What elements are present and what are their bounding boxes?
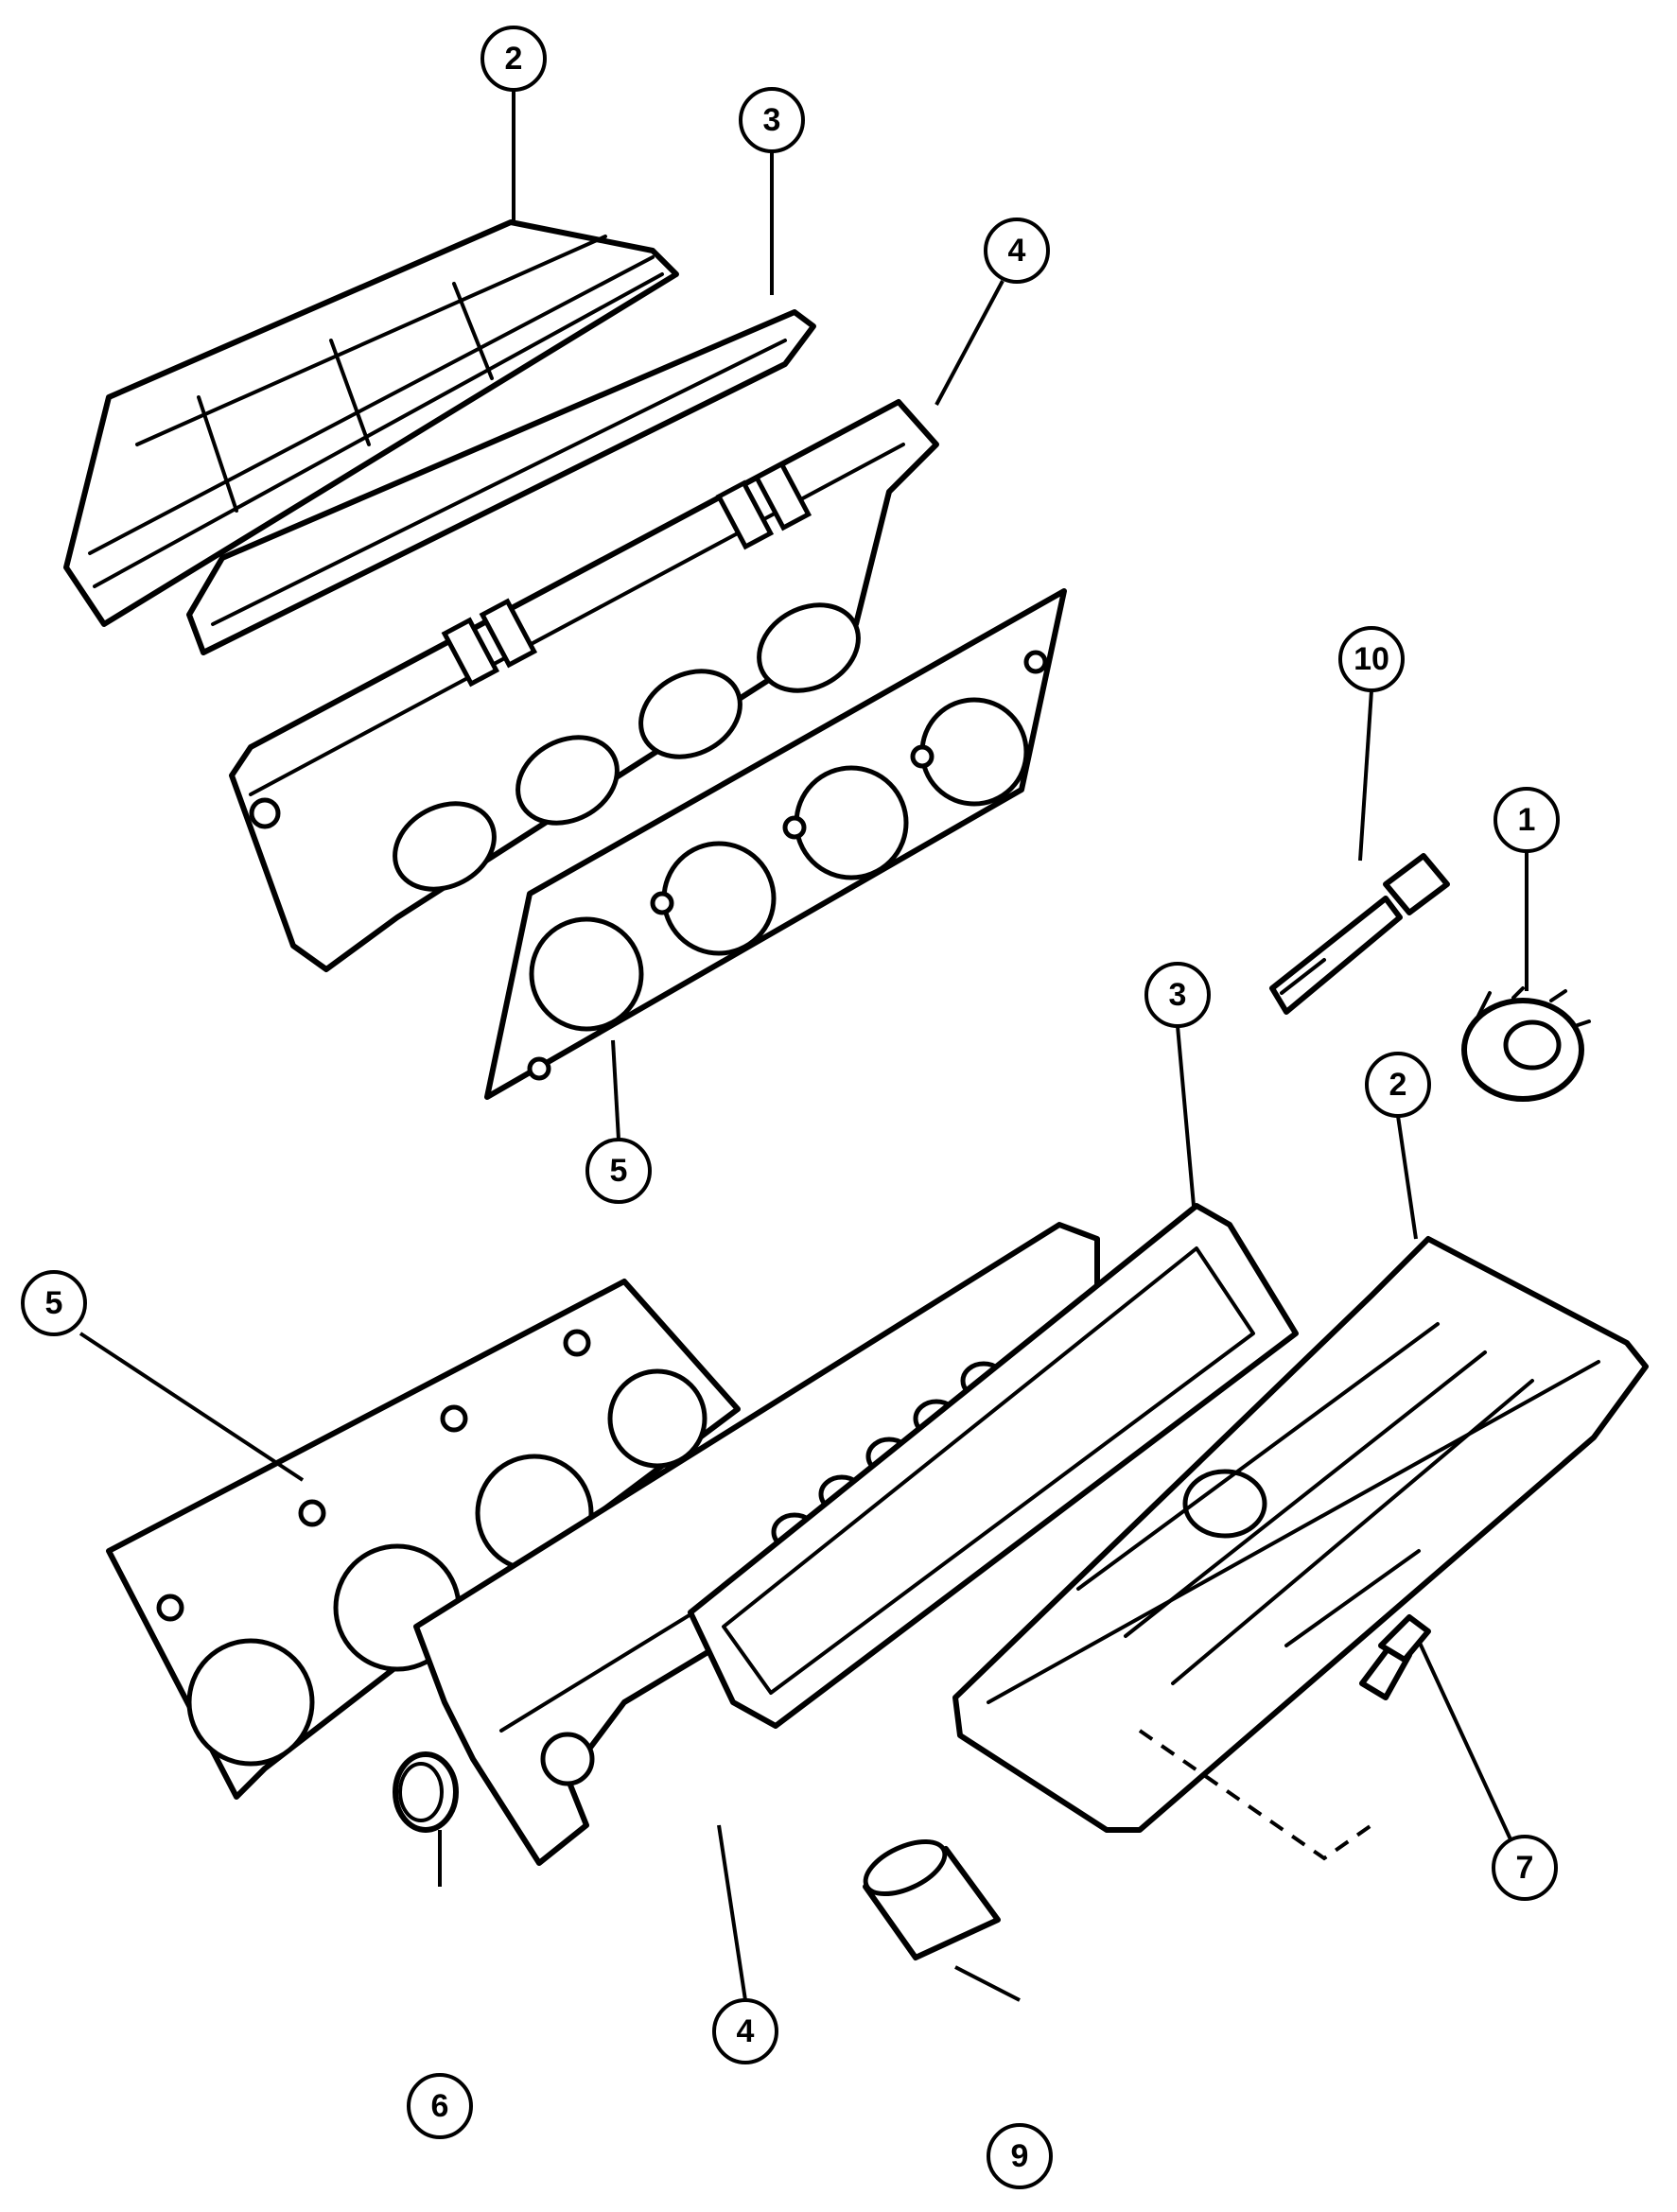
callout-7: 7: [1492, 1835, 1558, 1901]
callout-label: 10: [1354, 641, 1389, 677]
valve-cover-gasket-top: [186, 309, 816, 655]
callout-1: 1: [1494, 787, 1560, 853]
washer: [1461, 986, 1591, 1102]
callout-2-top: 2: [480, 26, 547, 92]
callout-4-top: 4: [984, 218, 1050, 284]
callout-label: 1: [1518, 802, 1536, 838]
callout-5-left: 5: [21, 1270, 87, 1336]
core-plug: [393, 1751, 459, 1833]
callout-3-bottom: 3: [1144, 962, 1211, 1028]
cover-bolt: [1359, 1614, 1431, 1700]
callout-9: 9: [987, 2123, 1053, 2189]
callout-2-bottom: 2: [1365, 1052, 1431, 1118]
callout-label: 7: [1516, 1850, 1534, 1886]
valve-cover-top: [63, 219, 679, 627]
callout-label: 5: [45, 1285, 63, 1321]
callout-5-mid: 5: [585, 1138, 652, 1204]
callout-label: 4: [737, 2013, 755, 2049]
callout-label: 3: [1169, 977, 1187, 1013]
valve-cover-bottom: [952, 1236, 1649, 1833]
dowel-sleeve: [863, 1838, 1001, 1960]
callout-10: 10: [1338, 626, 1405, 692]
callout-label: 2: [505, 41, 523, 77]
leader-lines: [79, 90, 1529, 2002]
callout-label: 4: [1008, 233, 1026, 269]
valve-cover-gasket-bottom: [688, 1203, 1299, 1729]
head-gasket-top: [484, 588, 1067, 1100]
callout-label: 5: [610, 1153, 628, 1189]
callout-label: 9: [1011, 2138, 1029, 2174]
callout-3-top: 3: [739, 87, 805, 153]
callout-6: 6: [407, 2073, 473, 2139]
cylinder-head-top: [229, 399, 939, 972]
callout-4-bottom: 4: [712, 1998, 778, 2064]
callout-label: 6: [431, 2088, 449, 2124]
head-bolt: [1269, 853, 1450, 1015]
callout-label: 3: [763, 102, 781, 138]
callout-label: 2: [1389, 1067, 1407, 1103]
